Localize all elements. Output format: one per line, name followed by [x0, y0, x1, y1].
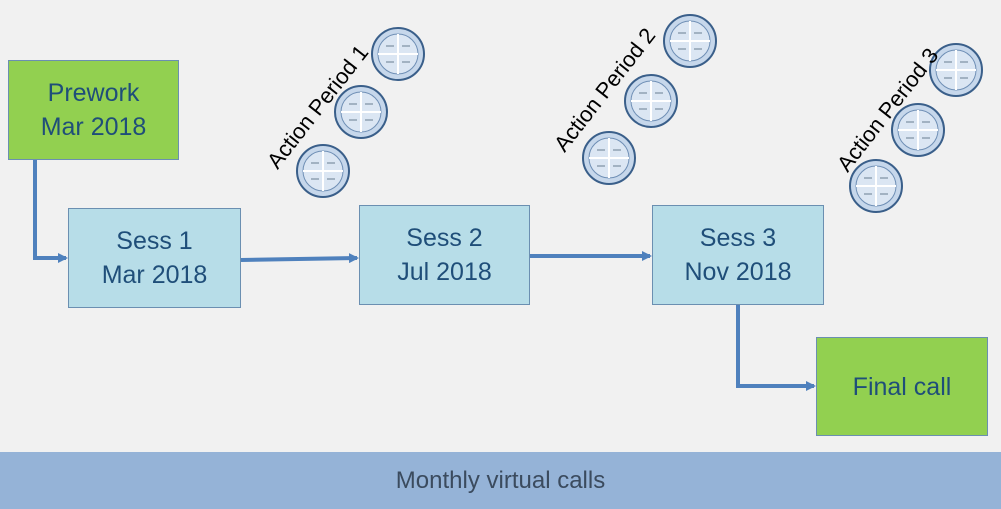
- session-1-box: Sess 1 Mar 2018: [68, 208, 241, 308]
- pdsa-cycle-icon: [624, 74, 678, 128]
- session-1-label: Sess 1: [116, 227, 193, 255]
- pdsa-cycle-icon: [582, 131, 636, 185]
- arrow-sess3-to-final: [736, 305, 816, 391]
- arrow-prework-to-sess1: [33, 132, 68, 263]
- prework-date: Mar 2018: [40, 113, 147, 141]
- final-call-label: Final call: [852, 372, 952, 401]
- session-3-label: Sess 3: [699, 224, 777, 252]
- session-1-date: Mar 2018: [101, 261, 208, 289]
- final-call-box: Final call: [816, 337, 988, 436]
- pdsa-cycle-icon: [296, 144, 350, 198]
- arrow-sess1-to-sess2: [240, 253, 359, 264]
- session-3-box: Sess 3 Nov 2018: [652, 205, 824, 305]
- prework-label: Prework: [47, 79, 140, 107]
- monthly-calls-banner: Monthly virtual calls: [0, 452, 1001, 509]
- session-3-date: Nov 2018: [684, 258, 792, 286]
- session-2-label: Sess 2: [406, 224, 483, 252]
- session-2-box: Sess 2 Jul 2018: [359, 205, 530, 305]
- prework-box: Prework Mar 2018: [8, 60, 179, 160]
- session-2-date: Jul 2018: [397, 258, 492, 286]
- monthly-calls-label: Monthly virtual calls: [395, 466, 606, 494]
